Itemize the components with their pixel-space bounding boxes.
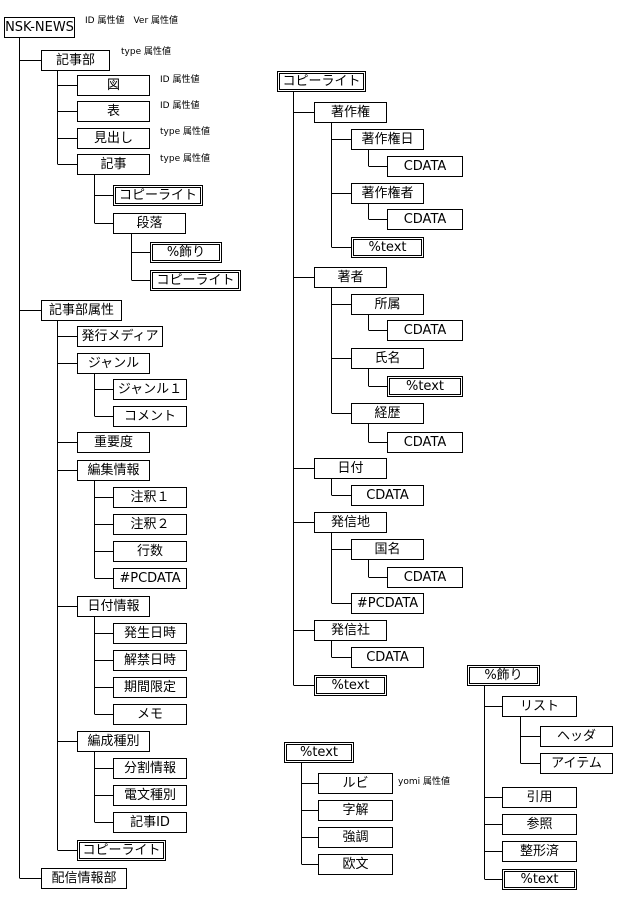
- node-hassei-nichiji: 発生日時: [113, 623, 187, 644]
- node-header: ヘッダ: [540, 726, 613, 747]
- node-kazari-ref: %飾り: [150, 242, 222, 263]
- node-chushaku1: 注釈１: [113, 487, 187, 508]
- node-hasshinsha: 発信社: [314, 620, 387, 641]
- node-inyo: 引用: [502, 787, 577, 808]
- node-hakko-media: 発行メディア: [77, 326, 163, 347]
- node-cdata: CDATA: [387, 209, 463, 230]
- node-shozoku: 所属: [351, 294, 424, 315]
- node-kokumei: 国名: [351, 539, 424, 560]
- node-text-ref: %text: [314, 675, 387, 696]
- node-zu: 図: [77, 75, 150, 96]
- node-kijibu-zokusei: 記事部属性: [41, 300, 122, 321]
- node-kiji: 記事: [77, 154, 150, 175]
- node-pcdata: #PCDATA: [113, 568, 187, 589]
- node-danraku: 段落: [113, 213, 186, 234]
- node-cdata: CDATA: [387, 432, 463, 453]
- note-zu-attribute: ID 属性値: [160, 75, 200, 85]
- note-kiji-attribute: type 属性値: [160, 154, 210, 164]
- node-copyright-ref: コピーライト: [113, 185, 203, 206]
- node-nsk-news: NSK-NEWS: [4, 17, 75, 38]
- node-chosakuken: 著作権: [314, 102, 387, 123]
- node-copyright-definition: コピーライト: [277, 71, 366, 92]
- node-cdata: CDATA: [387, 567, 463, 588]
- node-chosakuken-bi: 著作権日: [351, 129, 424, 150]
- node-list: リスト: [502, 696, 577, 717]
- node-hizuke: 日付: [314, 458, 387, 479]
- node-kaikin-nichiji: 解禁日時: [113, 650, 187, 671]
- node-chosakuken-sha: 著作権者: [351, 183, 424, 204]
- node-hyo: 表: [77, 101, 150, 122]
- node-obun: 欧文: [318, 854, 393, 875]
- node-jikai: 字解: [318, 800, 393, 821]
- node-chushaku2: 注釈２: [113, 514, 187, 535]
- node-hizuke-joho: 日付情報: [77, 596, 150, 617]
- node-cdata: CDATA: [387, 156, 463, 177]
- node-comment: コメント: [113, 406, 187, 427]
- node-pcdata: #PCDATA: [351, 593, 424, 614]
- node-gyosu: 行数: [113, 541, 187, 562]
- note-midashi-attribute: type 属性値: [160, 127, 210, 137]
- node-item: アイテム: [540, 753, 613, 774]
- node-bunkatsu-joho: 分割情報: [113, 758, 187, 779]
- node-memo: メモ: [113, 704, 187, 725]
- node-hensei-shubetsu: 編成種別: [77, 731, 150, 752]
- note-rubi-attribute: yomi 属性値: [398, 777, 450, 787]
- node-rubi: ルビ: [318, 773, 393, 794]
- node-sansho: 参照: [502, 814, 577, 835]
- node-cdata: CDATA: [387, 320, 463, 341]
- node-denbun-shubetsu: 電文種別: [113, 785, 187, 806]
- node-text-definition: %text: [284, 742, 354, 763]
- node-copyright-ref: コピーライト: [77, 840, 166, 861]
- node-cdata: CDATA: [351, 647, 424, 668]
- node-seikeizumi: 整形済: [502, 841, 577, 862]
- node-text-ref: %text: [351, 237, 424, 258]
- node-genre1: ジャンル１: [113, 379, 187, 400]
- note-hyo-attribute: ID 属性値: [160, 101, 200, 111]
- node-copyright-ref: コピーライト: [150, 270, 241, 291]
- node-juyodo: 重要度: [77, 432, 150, 453]
- node-kijibu: 記事部: [41, 50, 110, 71]
- node-henshu-joho: 編集情報: [77, 460, 150, 481]
- node-text-ref: %text: [387, 376, 463, 397]
- node-genre: ジャンル: [77, 353, 150, 374]
- node-cdata: CDATA: [351, 485, 424, 506]
- node-kikan-gentei: 期間限定: [113, 677, 187, 698]
- node-chosha: 著者: [314, 267, 387, 288]
- node-shimei: 氏名: [351, 348, 424, 369]
- node-hasshinchi: 発信地: [314, 512, 387, 533]
- node-kiji-id: 記事ID: [113, 812, 187, 833]
- node-kyocho: 強調: [318, 827, 393, 848]
- node-midashi: 見出し: [77, 128, 150, 149]
- node-haishin-johobu: 配信情報部: [41, 868, 127, 889]
- node-keireki: 経歴: [351, 403, 424, 424]
- note-nsk-news-attributes: ID 属性値 Ver 属性値: [85, 16, 179, 26]
- note-kijibu-attribute: type 属性値: [121, 47, 171, 57]
- node-text-ref: %text: [502, 869, 577, 890]
- node-kazari-definition: %飾り: [467, 665, 540, 686]
